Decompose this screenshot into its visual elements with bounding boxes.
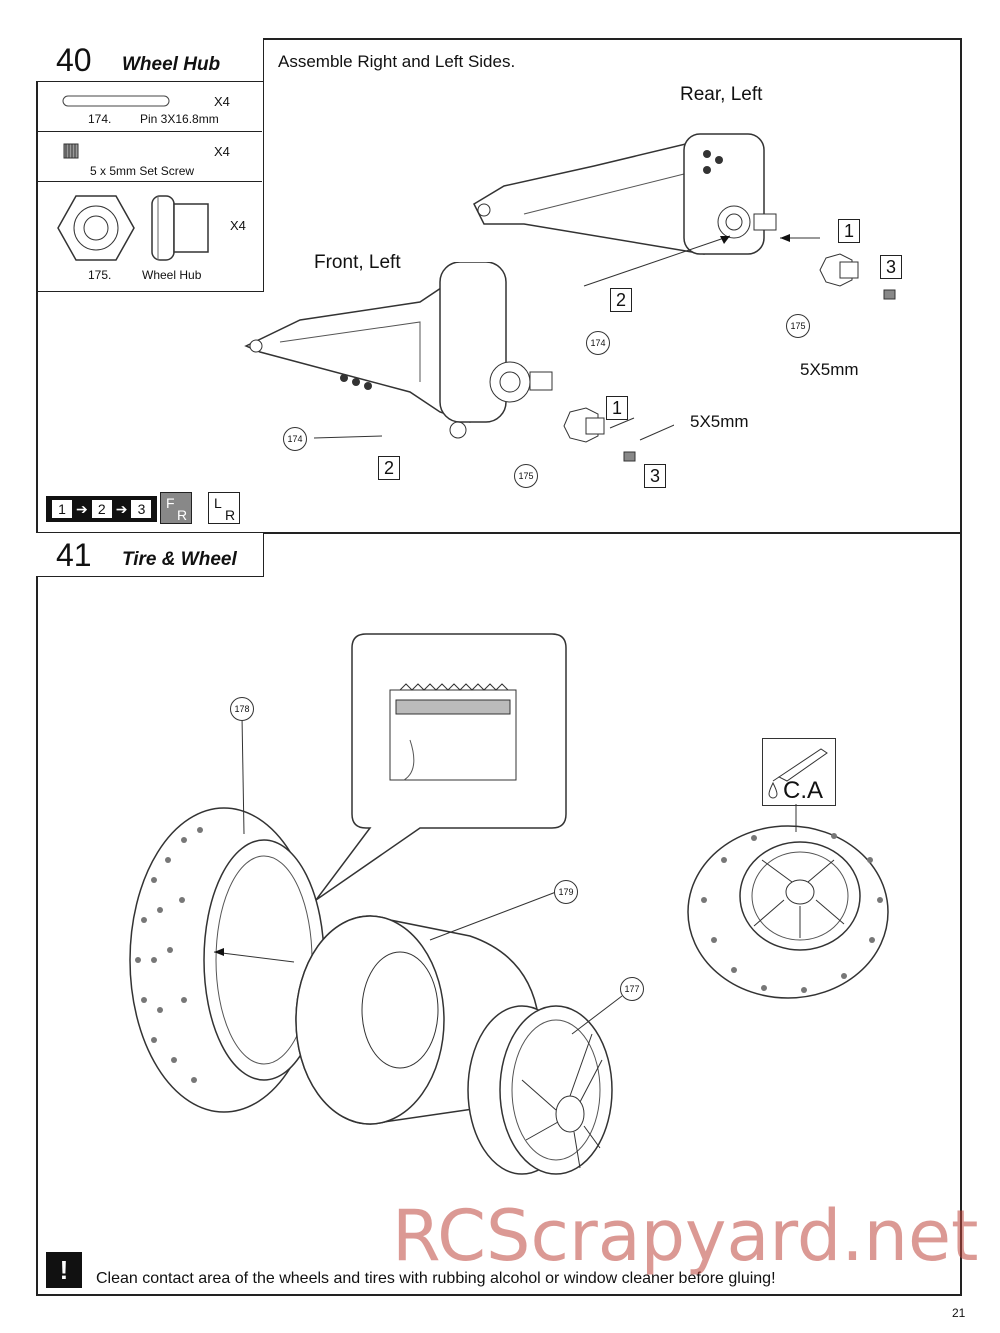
step-41-header: 41 Tire & Wheel (36, 533, 264, 577)
step-40-header: 40 Wheel Hub (36, 38, 264, 82)
part-row-wheel-hub: 175. Wheel Hub X4 (36, 182, 262, 290)
rear-step-box-3: 3 (880, 255, 902, 279)
part-name: Pin 3X16.8mm (140, 112, 219, 126)
part-qty: X4 (214, 144, 230, 159)
set-screw-icon (63, 143, 79, 159)
front-callout-pin: 174 (283, 427, 307, 451)
section-divider (36, 532, 962, 534)
step-40-number: 40 (56, 42, 92, 78)
parts-list: 174. Pin 3X16.8mm X4 5 x 5mm Set Screw X… (36, 82, 264, 292)
front-arm-drawing (244, 262, 553, 439)
rear-arm-drawing (473, 133, 777, 255)
callout-insert: 179 (554, 880, 578, 904)
warning-icon: ! (46, 1252, 82, 1288)
sequence-icon: 1➔ 2➔ 3 (46, 496, 158, 522)
part-name: 5 x 5mm Set Screw (90, 164, 195, 178)
front-hub-drawing (563, 407, 605, 443)
part-qty: X4 (214, 94, 230, 109)
front-set-screw-drawing (623, 451, 636, 462)
rear-screw-label: 5X5mm (800, 360, 859, 379)
glue-drop-icon (768, 781, 778, 799)
page-number: 21 (952, 1306, 966, 1320)
rear-step-box-2: 2 (610, 288, 632, 312)
pin-icon (62, 95, 170, 107)
rear-hub-drawing (819, 253, 859, 287)
rear-callout-pin: 174 (586, 331, 610, 355)
arrow-right-icon: ➔ (115, 500, 128, 517)
front-rear-icon: F R (160, 492, 192, 524)
part-qty: X4 (230, 218, 246, 233)
glue-bottle-icon (772, 748, 828, 782)
callout-tire: 178 (230, 697, 254, 721)
sequence-step: 2 (91, 500, 112, 518)
lr-top: L (214, 495, 222, 511)
part-row-set-screw: 5 x 5mm Set Screw X4 (36, 132, 262, 182)
instruction-text: Assemble Right and Left Sides. (278, 52, 516, 71)
left-right-icon: L R (208, 492, 240, 524)
wheel-drawing (467, 995, 623, 1175)
part-id: 175. (88, 268, 112, 282)
fr-top: F (166, 495, 175, 511)
rear-arrows (583, 234, 820, 287)
part-name: Wheel Hub (142, 268, 202, 282)
rear-step-box-1: 1 (838, 219, 860, 243)
assembled-wheel-drawing (687, 825, 889, 999)
ca-label: C.A (783, 777, 824, 804)
foam-insert-drawing (295, 891, 557, 1125)
rear-set-screw-drawing (883, 289, 896, 300)
front-screw-label: 5X5mm (690, 412, 749, 431)
page-frame (36, 38, 962, 1296)
rear-callout-hub: 175 (786, 314, 810, 338)
sequence-step: 3 (131, 500, 152, 518)
watermark: RCScrapyard.net (392, 1195, 979, 1277)
sequence-step: 1 (52, 500, 72, 518)
fr-bottom: R (177, 507, 188, 523)
ca-glue-box: C.A (762, 738, 836, 806)
wheel-hub-front-icon (57, 195, 135, 261)
front-left-label: Front, Left (314, 252, 401, 273)
step-41-title: Tire & Wheel (122, 549, 237, 570)
step-41-number: 41 (56, 537, 92, 573)
lr-bottom: R (225, 507, 236, 523)
wheel-hub-side-icon (151, 195, 209, 261)
front-step-box-1: 1 (606, 396, 628, 420)
part-row-pin: 174. Pin 3X16.8mm X4 (36, 82, 262, 132)
tire-leader-line (241, 716, 245, 835)
part-id: 174. (88, 112, 112, 126)
callout-wheel: 177 (620, 977, 644, 1001)
warning-text: Clean contact area of the wheels and tir… (96, 1270, 776, 1287)
arrow-right-icon: ➔ (76, 500, 88, 517)
step-40-title: Wheel Hub (122, 54, 221, 75)
front-arrows (314, 417, 674, 441)
tire-drawing (129, 807, 325, 1113)
tire-detail-bubble (315, 633, 567, 901)
front-step-box-2: 2 (378, 456, 400, 480)
front-step-box-3: 3 (644, 464, 666, 488)
front-callout-hub: 175 (514, 464, 538, 488)
ca-leader-line (795, 804, 797, 832)
rear-left-label: Rear, Left (680, 84, 763, 105)
